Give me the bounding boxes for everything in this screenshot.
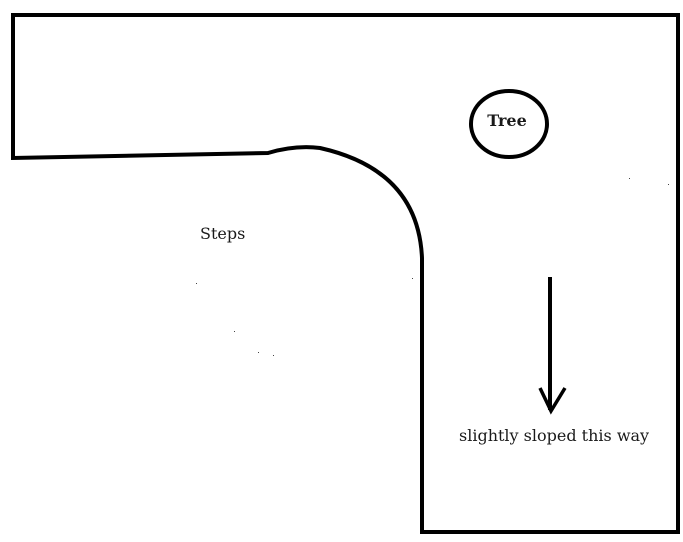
arrow-down-icon xyxy=(538,277,567,415)
stray-marks xyxy=(196,178,669,356)
tree-circle xyxy=(469,89,549,159)
tree-marker: Tree xyxy=(469,89,549,159)
slope-label: slightly sloped this way xyxy=(459,426,649,445)
steps-label: Steps xyxy=(200,224,245,243)
tree-label: Tree xyxy=(487,111,527,130)
area-outline xyxy=(11,13,680,534)
